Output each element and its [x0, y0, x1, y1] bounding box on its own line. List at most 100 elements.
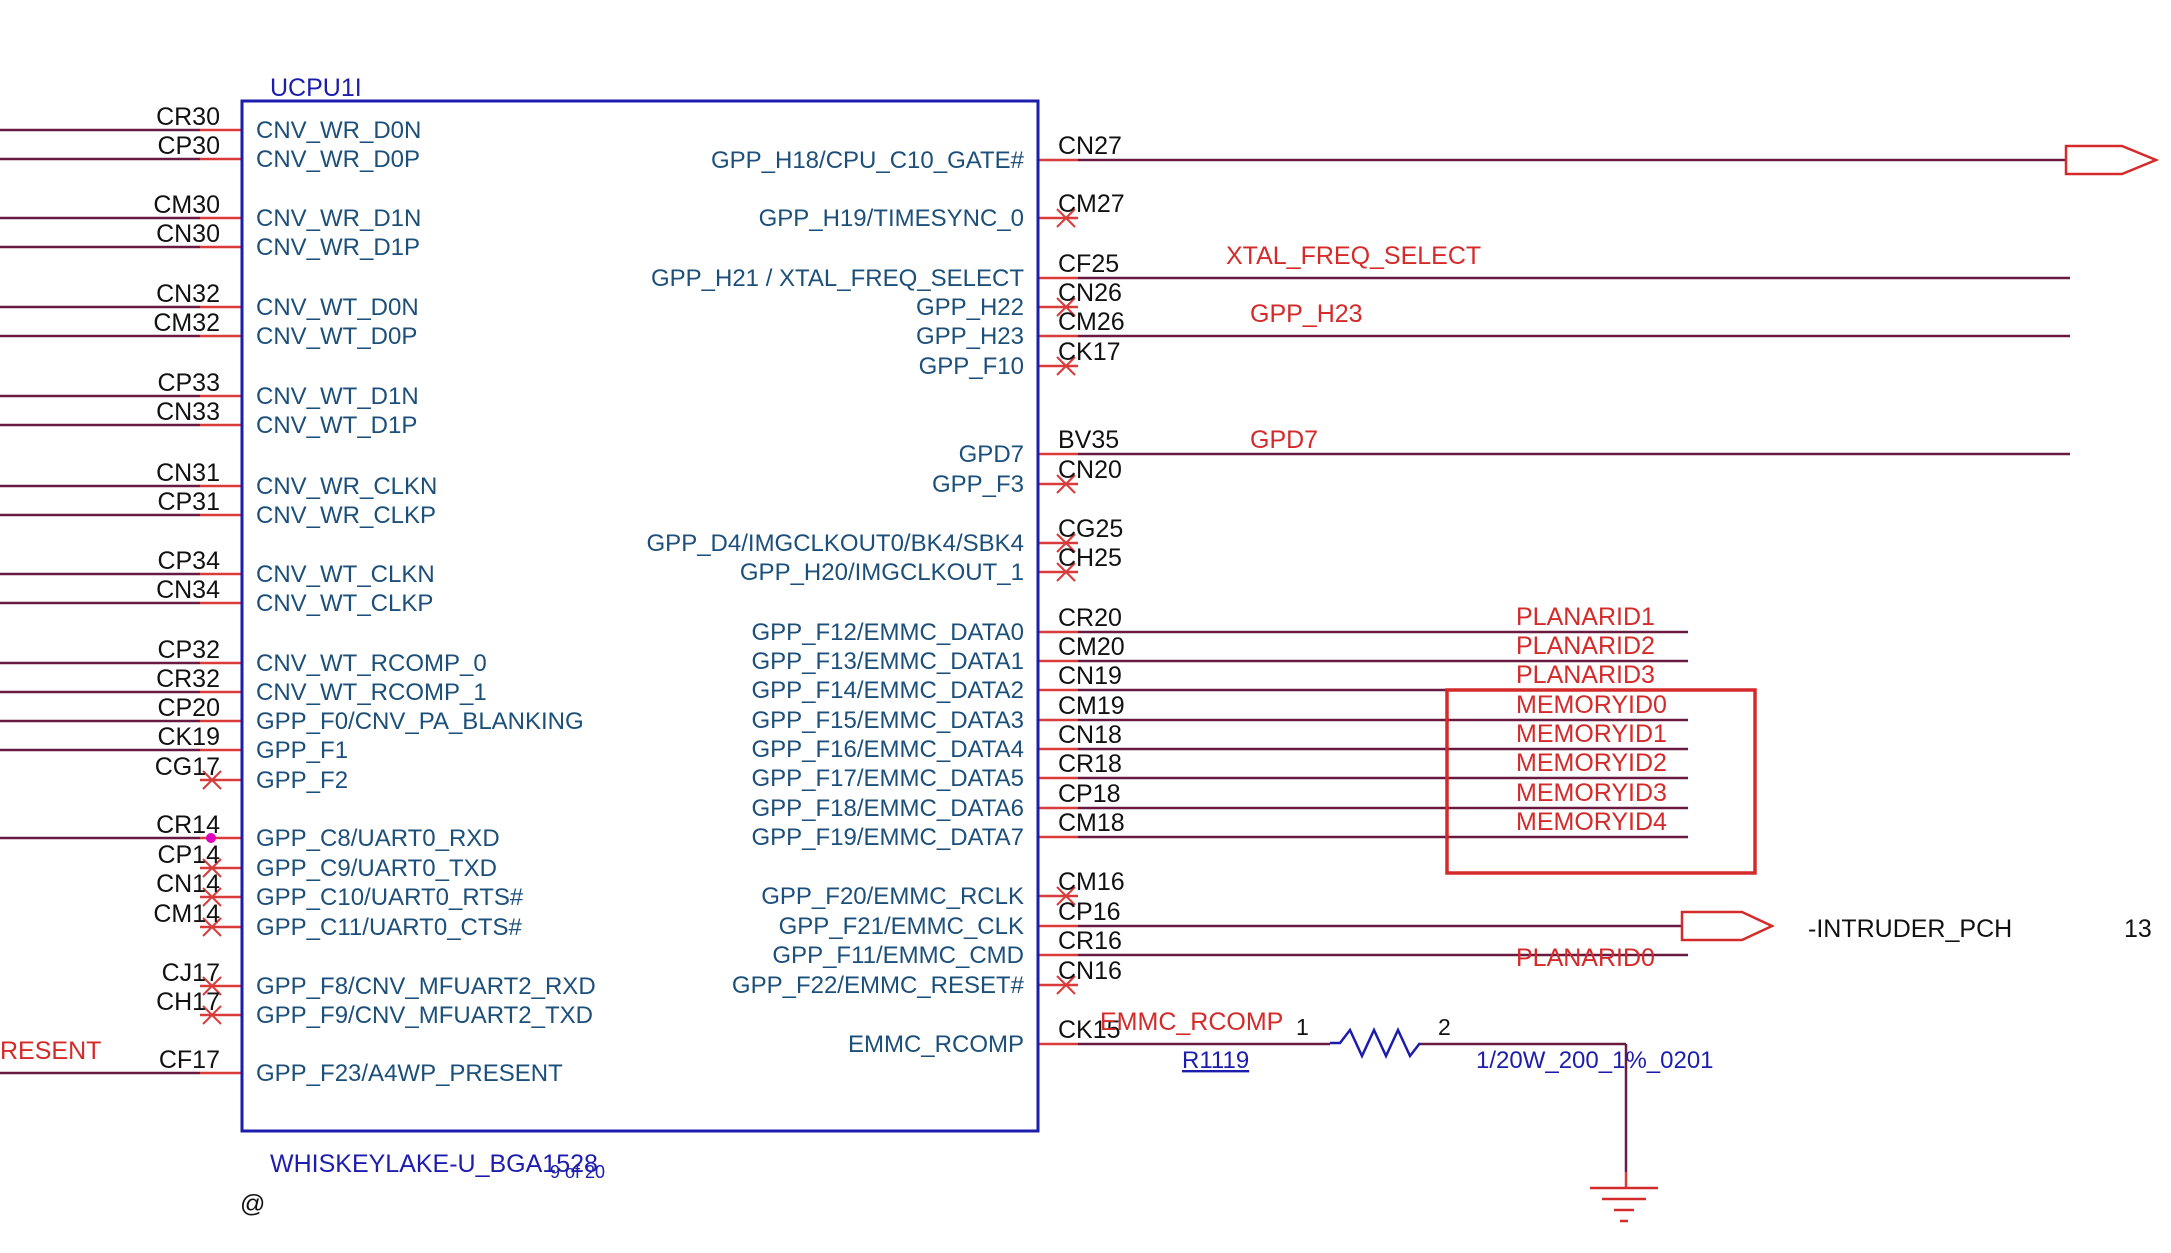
left-pin-cr30-ball-label: CR30 — [156, 103, 220, 131]
left-pin-cm32-ball-label: CM32 — [153, 309, 220, 337]
right-pin-cm26-name-label: GPP_H23 — [916, 323, 1024, 350]
left-pin-cr14-ball-label: CR14 — [156, 811, 220, 839]
left-pin-cp34-ball-label: CP34 — [157, 547, 220, 575]
left-pin-cr32-ball-label: CR32 — [156, 665, 220, 693]
right-pin-cn26-name-label: GPP_H22 — [916, 294, 1024, 321]
right-pin-cm18-net-label: MEMORYID4 — [1516, 808, 1667, 836]
resistor-pin2: 2 — [1438, 1014, 1451, 1040]
right-pin-bv35-net-label: GPD7 — [1250, 426, 1318, 454]
right-pin-cp18-ball-label: CP18 — [1058, 780, 1121, 808]
right-pin-cm16-ball-label: CM16 — [1058, 868, 1125, 896]
left-pin-cn30-name-label: CNV_WR_D1P — [256, 234, 420, 261]
right-pin-ch25-name-label: GPP_H20/IMGCLKOUT_1 — [740, 559, 1024, 586]
left-pin-cg17-no-connect-icon — [202, 770, 222, 790]
c10-gate-offpage-connector — [2064, 144, 2160, 176]
left-pin-cm30-ball-label: CM30 — [153, 191, 220, 219]
right-pin-cr18-name-label: GPP_F17/EMMC_DATA5 — [751, 765, 1024, 792]
left-pin-cn31-ball-label: CN31 — [156, 459, 220, 487]
left-pin-cm14-no-connect-icon — [202, 917, 222, 937]
left-pin-cn32-name-label: CNV_WT_D0N — [256, 294, 419, 321]
left-pin-cp33-name-label: CNV_WT_D1N — [256, 383, 419, 410]
right-pin-cr16-ball-label: CR16 — [1058, 927, 1122, 955]
left-pin-cn33-name-label: CNV_WT_D1P — [256, 412, 417, 439]
left-pin-cf17-name-label: GPP_F23/A4WP_PRESENT — [256, 1060, 563, 1087]
left-pin-cp14-name-label: GPP_C9/UART0_TXD — [256, 855, 497, 882]
right-pin-cg25-no-connect-icon — [1056, 533, 1076, 553]
left-pin-cp34-name-label: CNV_WT_CLKN — [256, 561, 435, 588]
left-pin-ck19-ball-label: CK19 — [157, 723, 220, 751]
right-pin-cm20-name-label: GPP_F13/EMMC_DATA1 — [751, 648, 1024, 675]
right-pin-bv35-ball-label: BV35 — [1058, 426, 1119, 454]
left-pin-cn33-ball-label: CN33 — [156, 398, 220, 426]
ground-icon — [1590, 1186, 1658, 1223]
extras-layer: UCPU1I WHISKEYLAKE-U_BGA1528 9 of 20 @ -… — [240, 74, 2160, 1223]
right-pin-cn27-ball-label: CN27 — [1058, 132, 1122, 160]
intruder-net-label: -INTRUDER_PCH — [1808, 915, 2012, 943]
right-pin-cg25-name-label: GPP_D4/IMGCLKOUT0/BK4/SBK4 — [647, 530, 1024, 557]
memoryid-highlight-box — [1445, 688, 1757, 875]
right-pin-cn19-net-label: PLANARID3 — [1516, 661, 1655, 689]
resistor-value: 1/20W_200_1%_0201 — [1476, 1047, 1714, 1074]
right-pin-ck17-name-label: GPP_F10 — [919, 353, 1024, 380]
right-pin-cr20-name-label: GPP_F12/EMMC_DATA0 — [751, 619, 1024, 646]
left-pin-cp30-name-label: CNV_WR_D0P — [256, 146, 420, 173]
right-pin-cn20-ball-label: CN20 — [1058, 456, 1122, 484]
right-pin-cm18-name-label: GPP_F19/EMMC_DATA7 — [751, 824, 1024, 851]
resistor-r1119-symbol — [1330, 1027, 1421, 1059]
left-pin-ch17-no-connect-icon — [202, 1005, 222, 1025]
resistor-pin1: 1 — [1296, 1014, 1309, 1040]
component-body — [240, 99, 1040, 1133]
right-pin-bv35-name-label: GPD7 — [959, 441, 1024, 468]
right-pin-cm19-name-label: GPP_F15/EMMC_DATA3 — [751, 707, 1024, 734]
right-pin-cm16-no-connect-icon — [1056, 886, 1076, 906]
left-pin-cn34-ball-label: CN34 — [156, 576, 220, 604]
left-pin-cn32-ball-label: CN32 — [156, 280, 220, 308]
right-pin-ck15-net-label: EMMC_RCOMP — [1100, 1008, 1283, 1036]
left-pin-ch17-ball-label: CH17 — [156, 988, 220, 1016]
right-pin-cp16-ball-label: CP16 — [1058, 898, 1121, 926]
right-pin-cm19-ball-label: CM19 — [1058, 692, 1125, 720]
left-pin-cr32-name-label: CNV_WT_RCOMP_1 — [256, 679, 487, 706]
right-pin-cn20-no-connect-icon — [1056, 474, 1076, 494]
right-pin-ch25-ball-label: CH25 — [1058, 544, 1122, 572]
right-pin-cr20-ball-label: CR20 — [1058, 604, 1122, 632]
intruder-page-ref: 13 — [2124, 915, 2152, 943]
right-pin-cr18-net-label: MEMORYID2 — [1516, 749, 1667, 777]
right-pin-cr18-ball-label: CR18 — [1058, 750, 1122, 778]
left-pin-cm14-name-label: GPP_C11/UART0_CTS# — [256, 914, 523, 941]
right-pin-cn19-name-label: GPP_F14/EMMC_DATA2 — [751, 677, 1024, 704]
right-pin-cp18-name-label: GPP_F18/EMMC_DATA6 — [751, 795, 1024, 822]
right-pin-cn18-net-label: MEMORYID1 — [1516, 720, 1667, 748]
right-pin-cm27-name-label: GPP_H19/TIMESYNC_0 — [759, 205, 1024, 232]
left-pin-ck19-name-label: GPP_F1 — [256, 737, 348, 764]
left-pin-cp14-ball-label: CP14 — [157, 841, 220, 869]
right-pin-cn27-name-label: GPP_H18/CPU_C10_GATE# — [711, 147, 1025, 174]
right-pin-cn16-name-label: GPP_F22/EMMC_RESET# — [732, 972, 1025, 999]
component-part-number: WHISKEYLAKE-U_BGA1528 — [270, 1150, 598, 1178]
junction-dot-icon — [206, 833, 216, 843]
left-pin-cm32-name-label: CNV_WT_D0P — [256, 323, 417, 350]
right-pin-cf25-name-label: GPP_H21 / XTAL_FREQ_SELECT — [651, 265, 1024, 292]
right-pin-ck17-ball-label: CK17 — [1058, 338, 1121, 366]
left-pin-cn34-name-label: CNV_WT_CLKP — [256, 590, 433, 617]
right-pin-cn26-ball-label: CN26 — [1058, 279, 1122, 307]
right-pin-ck15-name-label: EMMC_RCOMP — [848, 1031, 1024, 1058]
left-pin-cp20-ball-label: CP20 — [157, 694, 220, 722]
right-pin-cn26-no-connect-icon — [1056, 297, 1076, 317]
right-pin-cr16-net-label: PLANARID0 — [1516, 944, 1655, 972]
right-pin-cm26-ball-label: CM26 — [1058, 308, 1125, 336]
right-pin-cm20-net-label: PLANARID2 — [1516, 632, 1655, 660]
pin-stubs-layer — [200, 128, 1628, 1188]
left-pin-cn14-ball-label: CN14 — [156, 870, 220, 898]
right-pin-cn18-ball-label: CN18 — [1058, 721, 1122, 749]
left-pin-cp30-ball-label: CP30 — [157, 132, 220, 160]
left-pin-cf17-net-label: RESENT — [0, 1037, 101, 1065]
left-pin-cg17-name-label: GPP_F2 — [256, 767, 348, 794]
component-sheet: 9 of 20 — [550, 1162, 605, 1182]
left-pin-cr30-name-label: CNV_WR_D0N — [256, 117, 421, 144]
left-pin-cn30-ball-label: CN30 — [156, 220, 220, 248]
wires-layer — [0, 128, 2070, 1172]
component-note: @ — [240, 1190, 265, 1218]
left-pin-cp32-name-label: CNV_WT_RCOMP_0 — [256, 650, 487, 677]
